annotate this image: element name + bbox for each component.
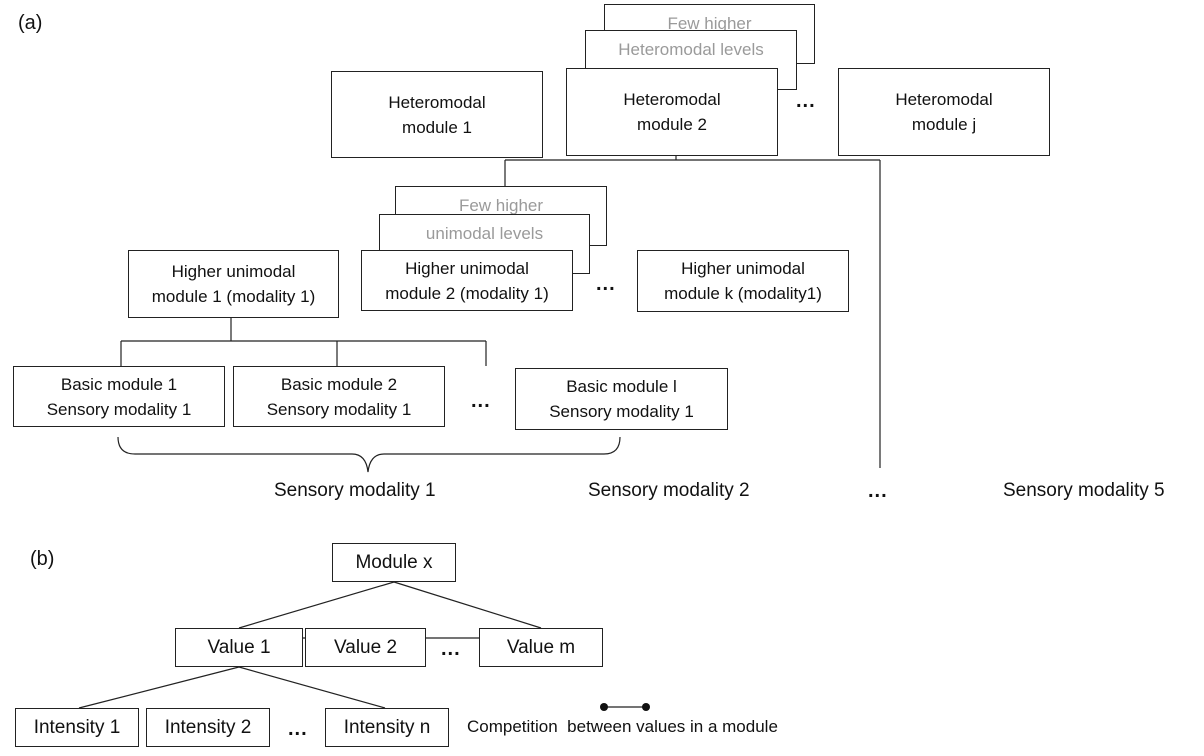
unimodal-few-higher-text: Few higher — [458, 196, 544, 215]
module-x-box: Module x — [332, 543, 456, 582]
heteromodal-ellipsis: ... — [796, 90, 816, 112]
higher-unimodal-module-1-line2: module 1 (modality 1) — [151, 287, 316, 306]
basic-ellipsis: ... — [471, 390, 491, 412]
panel-b-label: (b) — [30, 548, 55, 570]
higher-unimodal-module-k-line1: Higher unimodal — [681, 259, 805, 278]
heteromodal-module-j-line1: Heteromodal — [895, 90, 993, 109]
basic-module-1-line1: Basic module 1 — [60, 374, 178, 394]
basic-module-2-line1: Basic module 2 — [280, 374, 398, 394]
heteromodal-module-2-line2: module 2 — [637, 115, 707, 134]
higher-unimodal-module-2: Higher unimodal module 2 (modality 1) — [361, 250, 573, 311]
unimodal-ellipsis: ... — [596, 273, 616, 295]
value-2-text: Value 2 — [333, 637, 398, 658]
higher-unimodal-module-k: Higher unimodal module k (modality1) — [637, 250, 849, 312]
sensory-modality-5-label: Sensory modality 5 — [1003, 480, 1165, 501]
heteromodal-module-1-line2: module 1 — [402, 117, 472, 137]
intensity-n-text: Intensity n — [343, 717, 431, 738]
heteromodal-module-j: Heteromodal module j — [838, 68, 1050, 156]
higher-unimodal-module-2-line1: Higher unimodal — [405, 258, 529, 278]
competition-legend-text: Competition between values in a module — [467, 717, 778, 736]
sensory-modality-2-label: Sensory modality 2 — [588, 480, 750, 501]
intensity-1-text: Intensity 1 — [33, 717, 121, 738]
heteromodal-few-higher-text: Few higher — [667, 14, 752, 33]
higher-unimodal-module-1-line1: Higher unimodal — [171, 262, 296, 281]
value-m-text: Value m — [506, 637, 576, 658]
value-1-box: Value 1 — [175, 628, 303, 667]
intensity-2-text: Intensity 2 — [164, 717, 252, 738]
unimodal-levels-text: unimodal levels — [425, 224, 544, 243]
intensity-n-box: Intensity n — [325, 708, 449, 747]
value-1-text: Value 1 — [207, 637, 271, 658]
basic-module-2: Basic module 2 Sensory modality 1 — [233, 366, 445, 427]
heteromodal-module-1-line1: Heteromodal — [388, 92, 486, 112]
higher-unimodal-module-1: Higher unimodal module 1 (modality 1) — [128, 250, 339, 318]
heteromodal-levels-text: Heteromodal levels — [618, 40, 764, 59]
heteromodal-module-2-line1: Heteromodal — [623, 90, 721, 109]
basic-module-l-line1: Basic module l — [566, 377, 677, 396]
heteromodal-module-j-line2: module j — [911, 115, 977, 134]
intensity-2-box: Intensity 2 — [146, 708, 270, 747]
modality-ellipsis: ... — [868, 480, 888, 502]
heteromodal-module-1: Heteromodal module 1 — [331, 71, 543, 158]
basic-module-2-line2: Sensory modality 1 — [266, 399, 412, 419]
intensity-1-box: Intensity 1 — [15, 708, 139, 747]
heteromodal-module-2: Heteromodal module 2 — [566, 68, 778, 156]
value-2-box: Value 2 — [305, 628, 426, 667]
higher-unimodal-module-k-line2: module k (modality1) — [664, 284, 822, 303]
intensity-ellipsis: ... — [288, 718, 308, 740]
value-m-box: Value m — [479, 628, 603, 667]
panel-a-label: (a) — [18, 12, 43, 34]
basic-module-1-line2: Sensory modality 1 — [46, 399, 192, 419]
basic-module-l: Basic module l Sensory modality 1 — [515, 368, 728, 430]
basic-module-1: Basic module 1 Sensory modality 1 — [13, 366, 225, 427]
sensory-modality-1-label: Sensory modality 1 — [274, 480, 436, 501]
higher-unimodal-module-2-line2: module 2 (modality 1) — [385, 283, 549, 303]
module-x-text: Module x — [355, 552, 433, 573]
value-ellipsis: ... — [441, 638, 461, 660]
basic-module-l-line2: Sensory modality 1 — [549, 402, 694, 421]
